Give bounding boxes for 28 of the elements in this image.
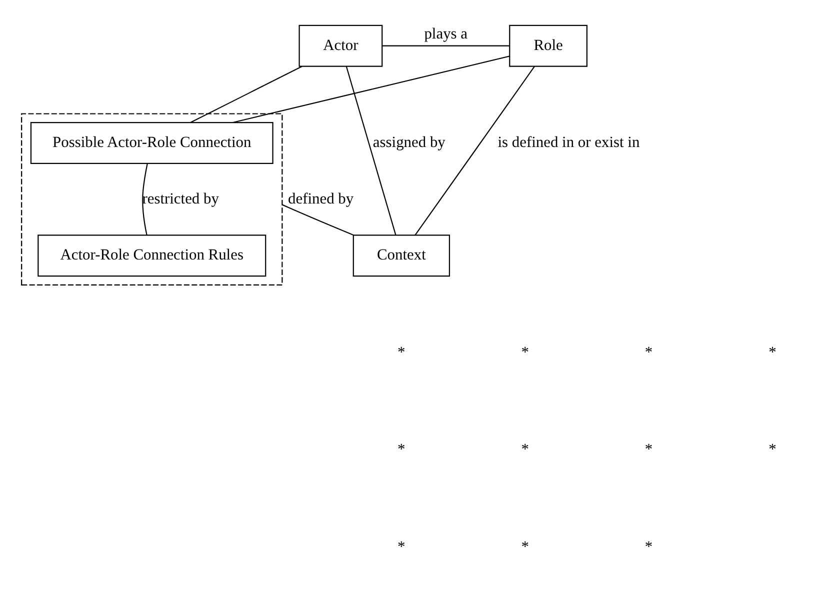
cluster (21, 112, 283, 285)
label: * (398, 343, 406, 360)
connector (232, 55, 510, 123)
edge-label: plays a (424, 24, 468, 42)
node-box: Actor-Role Connection Rules (38, 234, 266, 276)
label: * (768, 343, 776, 360)
node-box: Role (509, 24, 588, 66)
label: * (644, 538, 653, 555)
edge-label: is defined in or exist in (498, 134, 640, 151)
label: * (398, 538, 406, 555)
edge-label: assigned by (372, 134, 446, 151)
node-box: Context (352, 234, 450, 276)
label: * (521, 343, 529, 360)
connector (414, 66, 535, 236)
edge-label: restricted by (142, 190, 219, 207)
connector (346, 66, 396, 235)
label: * (644, 440, 653, 458)
node-box: Actor (298, 24, 383, 66)
label: * (644, 343, 653, 360)
connector (382, 44, 510, 46)
label: * (521, 538, 529, 555)
connector (282, 204, 354, 236)
node-box: Possible Actor-Role Connection (30, 122, 274, 164)
label: * (521, 440, 529, 458)
label: * (398, 440, 406, 458)
connector (142, 163, 148, 235)
edge-label: defined by (288, 190, 354, 207)
label: * (768, 440, 776, 458)
